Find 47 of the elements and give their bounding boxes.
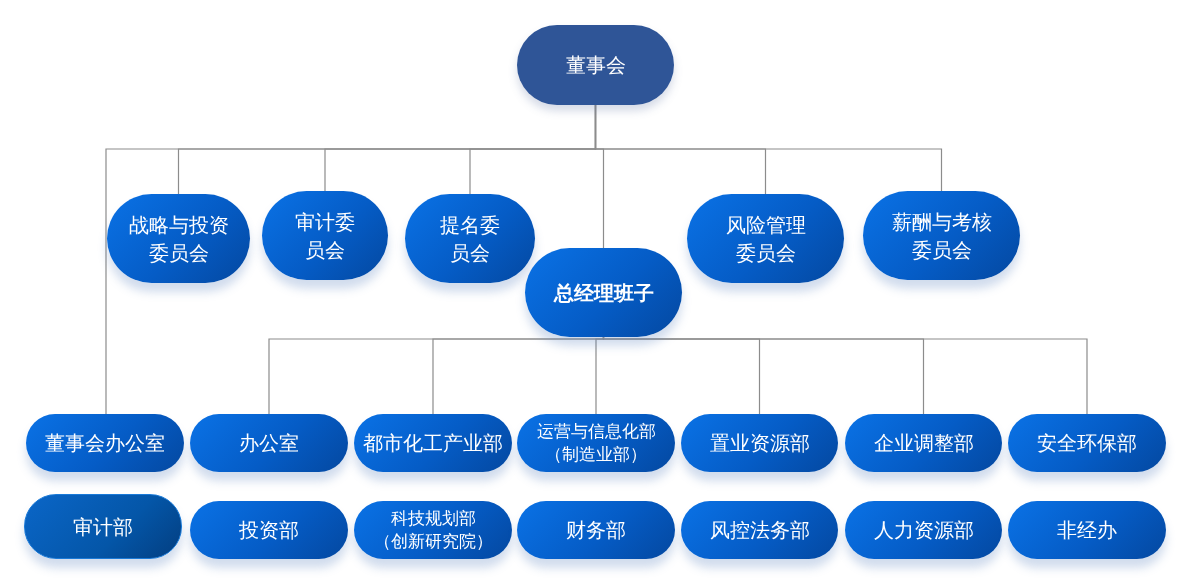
org-unit-box: [1008, 501, 1166, 559]
unit-name: 运营与信息化部: [536, 420, 656, 443]
org-unit-box: [354, 501, 512, 559]
org-unit-box: [190, 501, 348, 559]
unit-name: 投资部: [239, 517, 299, 544]
unit-name: 董事会办公室: [45, 430, 165, 457]
org-unit-box: [681, 414, 838, 472]
unit-name: 薪酬与考核委员会: [890, 208, 993, 264]
unit-name: 提名委员会: [439, 211, 501, 267]
org-unit-box: [845, 414, 1002, 472]
unit-name: 战略与投资委员会: [127, 211, 230, 267]
org-unit-box: [681, 501, 838, 559]
org-unit-box: [262, 191, 388, 280]
org-unit-box: [517, 25, 674, 105]
unit-name: 风控法务部: [709, 517, 810, 544]
org-unit-box: [1008, 414, 1166, 472]
unit-name: 置业资源部: [709, 430, 810, 457]
unit-name: 审计部: [73, 513, 133, 541]
unit-name: 审计委员会: [294, 208, 356, 264]
unit-name: （创新研究院）: [373, 530, 493, 553]
org-unit-box: [845, 501, 1002, 559]
unit-name: 办公室: [239, 430, 299, 457]
unit-name: 都市化工产业部: [363, 430, 503, 457]
unit-name: 企业调整部: [873, 430, 974, 457]
unit-name: 人力资源部: [873, 517, 974, 544]
unit-name: 财务部: [566, 517, 626, 544]
org-unit-box: [26, 414, 184, 472]
org-unit-box: [405, 194, 535, 283]
unit-name: 风险管理委员会: [724, 211, 807, 267]
connector-line: [105, 104, 597, 415]
unit-name: 董事会: [565, 52, 626, 79]
connector-line: [602, 336, 1088, 415]
org-unit-box: [863, 191, 1020, 280]
unit-name: 总经理班子: [553, 279, 654, 307]
unit-name: 安全环保部: [1037, 430, 1137, 457]
org-unit-box: [354, 414, 512, 472]
unit-name: 非经办: [1057, 517, 1117, 544]
org-unit-box: [190, 414, 348, 472]
unit-name: （制造业部）: [545, 443, 647, 466]
org-unit-box: [525, 248, 682, 337]
org-unit-box: [107, 194, 250, 283]
connector-line: [595, 336, 605, 415]
org-unit-box: [517, 501, 675, 559]
unit-name: 科技规划部: [390, 507, 476, 530]
org-unit-box: [517, 414, 675, 472]
org-unit-box: [24, 494, 182, 559]
org-unit-box: [687, 194, 844, 283]
